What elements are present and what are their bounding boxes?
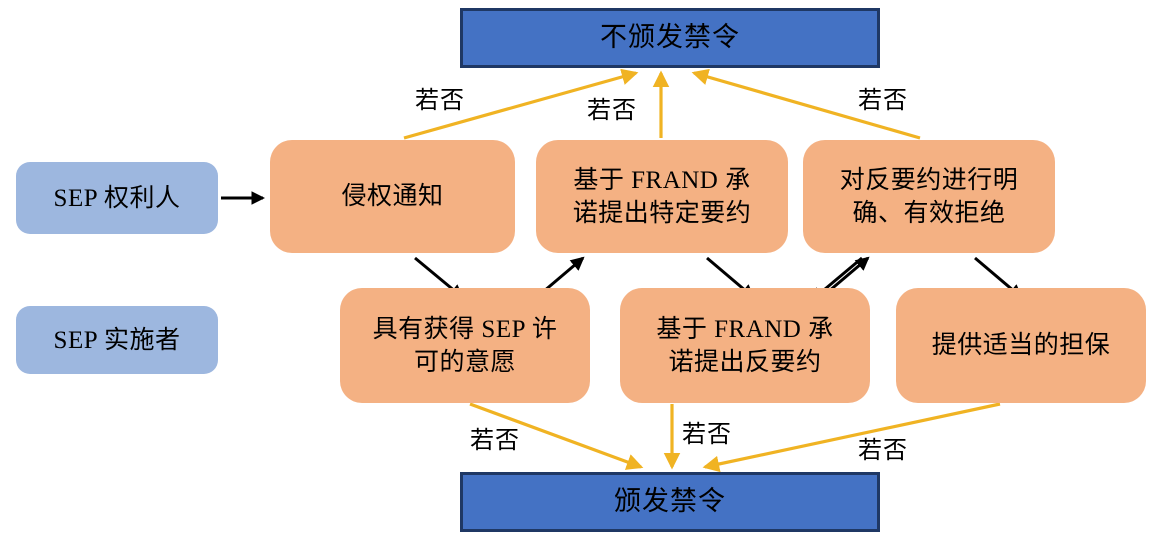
step-infringement-notice[interactable]: 侵权通知 [270,140,515,253]
edge-label-top-left: 若否 [415,88,465,114]
decision-no-injunction-label: 不颁发禁令 [600,22,740,53]
step-reject-counteroffer-label: 对反要约进行明 确、有效拒绝 [839,166,1019,227]
step-willingness-license[interactable]: 具有获得 SEP 许 可的意愿 [340,288,590,403]
step-frand-specific-offer[interactable]: 基于 FRAND 承 诺提出特定要约 [536,140,788,253]
step-provide-security[interactable]: 提供适当的担保 [896,288,1146,403]
actor-sep-implementer[interactable]: SEP 实施者 [16,306,218,374]
step-reject-counteroffer[interactable]: 对反要约进行明 确、有效拒绝 [803,140,1055,253]
edge-label-bottom-center: 若否 [682,422,732,448]
edge-label-top-right: 若否 [858,88,908,114]
edge-security-to-injunction [702,402,1001,473]
actor-sep-holder-label: SEP 权利人 [53,184,181,212]
step-frand-specific-offer-label: 基于 FRAND 承 诺提出特定要约 [572,166,752,227]
step-frand-counteroffer[interactable]: 基于 FRAND 承 诺提出反要约 [620,288,870,403]
edge-label-bottom-left: 若否 [470,428,520,454]
step-infringement-notice-label: 侵权通知 [341,183,444,210]
edge-label-top-center: 若否 [587,98,637,124]
edge-label-bottom-right: 若否 [858,438,908,464]
step-provide-security-label: 提供适当的担保 [931,332,1111,359]
decision-grant-injunction-label: 颁发禁令 [614,486,726,517]
decision-grant-injunction[interactable]: 颁发禁令 [460,472,880,532]
step-willingness-license-label: 具有获得 SEP 许 可的意愿 [372,315,558,376]
actor-sep-holder[interactable]: SEP 权利人 [16,162,218,234]
decision-no-injunction[interactable]: 不颁发禁令 [460,8,880,68]
step-frand-counteroffer-label: 基于 FRAND 承 诺提出反要约 [656,315,834,376]
actor-sep-implementer-label: SEP 实施者 [53,326,181,354]
